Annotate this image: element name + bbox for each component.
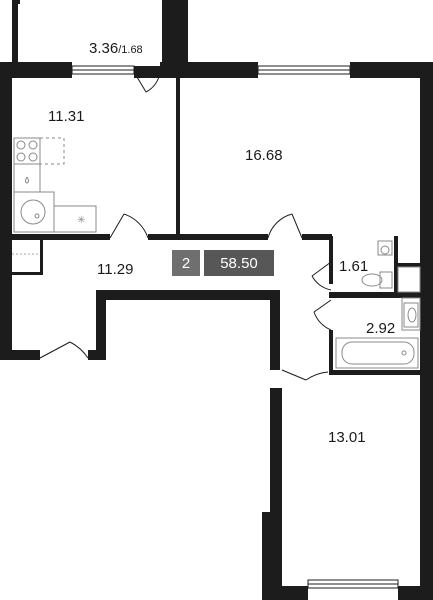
wc-washbasin [377,240,393,256]
balcony-area: 3.36 [89,40,119,57]
hall-area-label: 11.29 [97,261,134,278]
wc-shaft-box [397,266,421,293]
outer-right-wall [420,62,433,600]
bedroom-area-label: 13.01 [328,429,366,446]
outer-top-wall-4 [350,62,433,78]
sink-drain [34,213,40,219]
shaft-top-wall [96,290,280,300]
bathroom-door [313,299,332,331]
windows [71,65,399,589]
stove-burner-2 [28,140,38,150]
sink-cabinet [13,191,55,233]
hall-bottom-wall-1 [0,350,40,360]
worktop-dashed [39,137,65,165]
tap-icon [25,176,29,184]
entrance-door [39,341,89,359]
stove-burner-1 [16,140,26,150]
bedroom-door [281,369,329,381]
outer-left-wall [0,62,12,360]
closet-wall-right [40,240,43,274]
balcony-right-wall [162,0,188,70]
balcony-area-separator: / [118,44,122,56]
stove-burner-4 [28,152,38,162]
balcony-left-wall [12,0,18,72]
balcony-door [133,71,161,93]
bathroom-area-label: 2.92 [366,320,396,337]
balcony-area-label: 3.36/1.68 [89,41,143,56]
hall-top-wall-2 [148,234,268,240]
kitchen-door [109,213,149,239]
hall-top-wall-3 [302,234,332,240]
fridge-snowflake-icon: ✳ [77,215,85,226]
balcony-area-reduced: 1.68 [121,44,143,56]
wc-bottom-wall [329,292,420,298]
total-area-badge: 58.50 [204,250,274,276]
doors [39,71,332,381]
kitchen-living-wall [176,78,180,236]
outer-top-wall-3 [160,62,258,78]
kitchen-fixtures: ✳ [13,137,97,233]
wc-door [311,261,332,291]
fridge [53,205,97,233]
shaft-right-wall [270,290,280,370]
hall-top-wall-1 [12,234,110,240]
sanitary-fixtures [335,240,421,369]
shaft-left-wall [96,290,106,360]
bedroom-left-wall [270,388,282,600]
closet-wall-bottom [12,272,43,275]
stove-burner-3 [16,152,26,162]
outer-top-wall-2 [134,66,160,78]
bath-bottom-wall [329,370,420,375]
bathtub [335,337,419,369]
outer-top-wall-1 [0,62,72,78]
bath-washbasin [403,302,419,328]
kitchen-area-label: 11.31 [48,108,85,125]
living-area-label: 16.68 [245,147,283,164]
bedroom-bottom-wall-1 [262,586,308,600]
bedroom-left-jog [262,512,272,600]
bedroom-bottom-wall-2 [398,586,433,600]
toilet [361,271,393,289]
balcony-top-wall [12,0,20,4]
rooms-count-badge: 2 [172,250,200,276]
wc-left-wall [329,236,333,284]
sink-basin [20,199,46,225]
washing-machine [401,297,421,331]
wc-shaft-2 [394,263,420,267]
wc-area-label: 1.61 [339,258,369,275]
bath-left-wall [329,330,333,370]
living-door [267,213,303,239]
